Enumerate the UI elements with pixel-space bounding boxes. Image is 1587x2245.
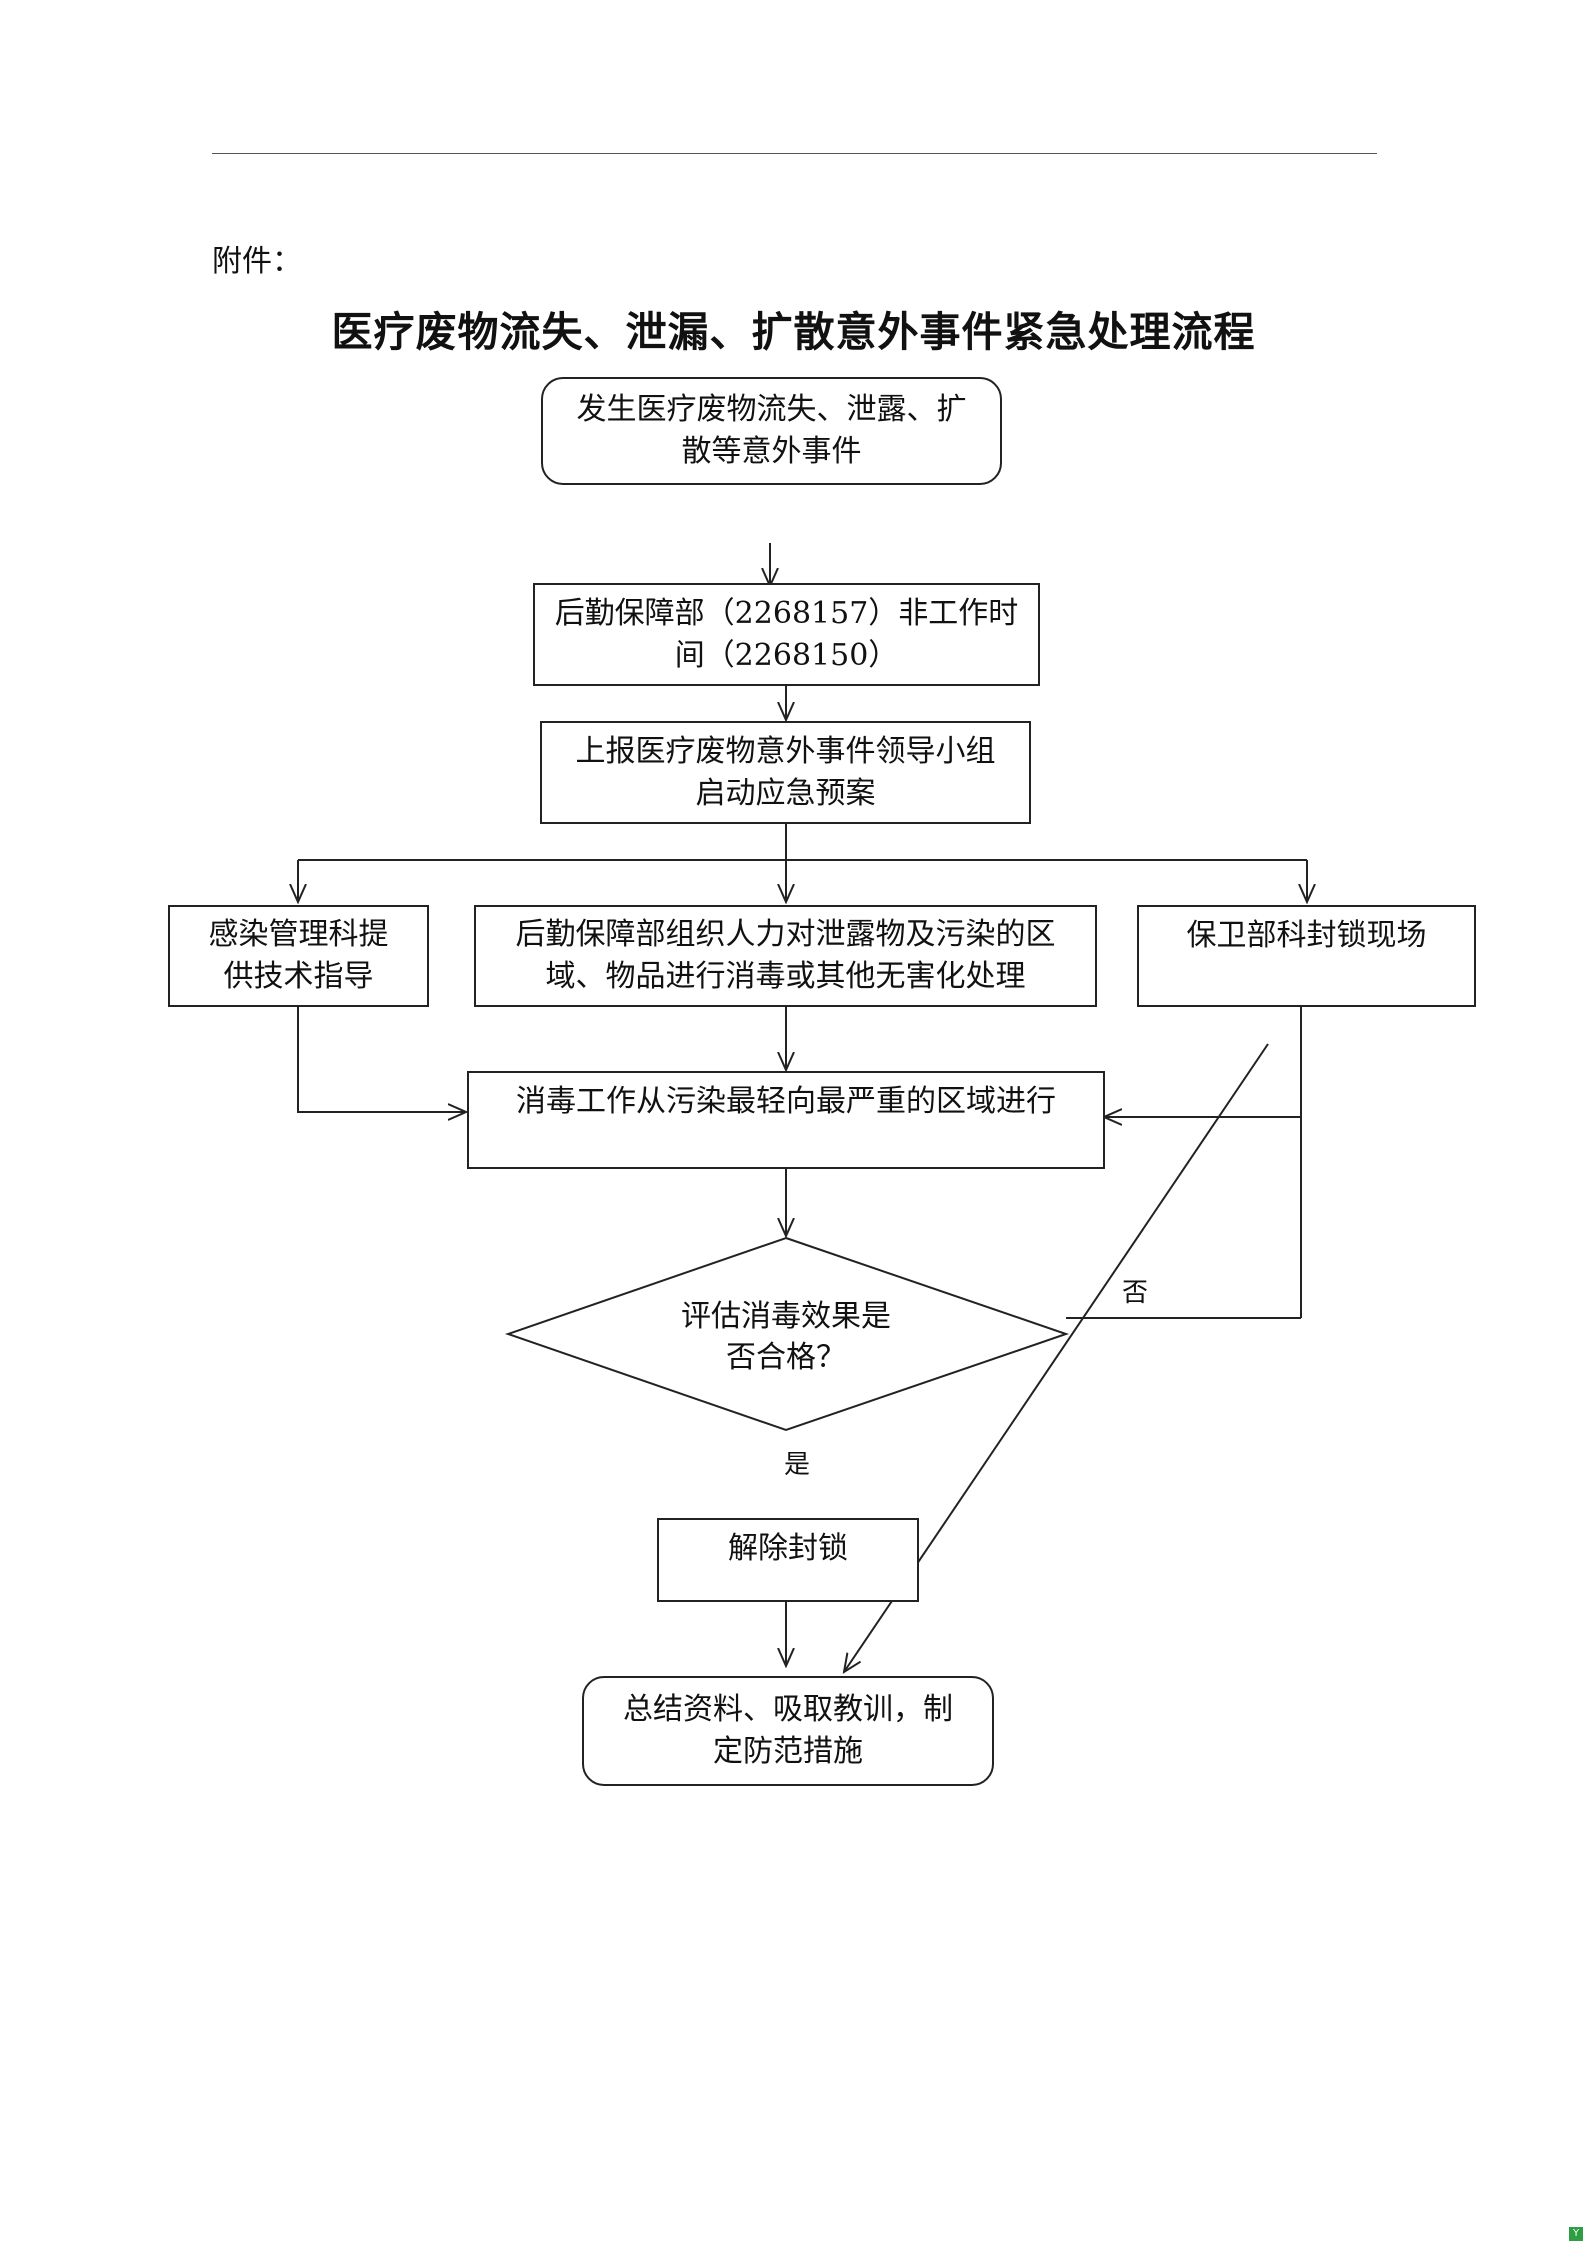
evaluate-diamond [504,1236,1070,1432]
flow-step-report-group: 上报医疗废物意外事件领导小组启动应急预案 [540,721,1031,824]
evaluate-text: 评估消毒效果是 否合格？ [681,1299,891,1375]
flow-step-lift-lockdown: 解除封锁 [657,1518,919,1602]
watermark-icon: Y [1569,2227,1583,2241]
arrow-infection-to-order [297,1007,466,1112]
header-rule [212,153,1377,154]
flow-step-start: 发生医疗废物流失、泄露、扩散等意外事件 [541,377,1002,485]
flow-step-summary: 总结资料、吸取教训，制定防范措施 [582,1676,994,1786]
page-title: 医疗废物流失、泄漏、扩散意外事件紧急处理流程 [331,308,1256,356]
label-no: 否 [1122,1278,1149,1308]
flow-step-security-dept: 保卫部科封锁现场 [1137,905,1476,1007]
flow-step-infection-dept: 感染管理科提供技术指导 [168,905,429,1007]
attachment-label: 附件： [212,244,302,279]
label-yes: 是 [784,1450,811,1480]
flow-step-disinfect-order: 消毒工作从污染最轻向最严重的区域进行 [467,1071,1105,1169]
flow-step-logistics-contact: 后勤保障部（2268157）非工作时间（2268150） [533,583,1040,686]
flow-step-logistics-disinfect: 后勤保障部组织人力对泄露物及污染的区域、物品进行消毒或其他无害化处理 [474,905,1097,1007]
